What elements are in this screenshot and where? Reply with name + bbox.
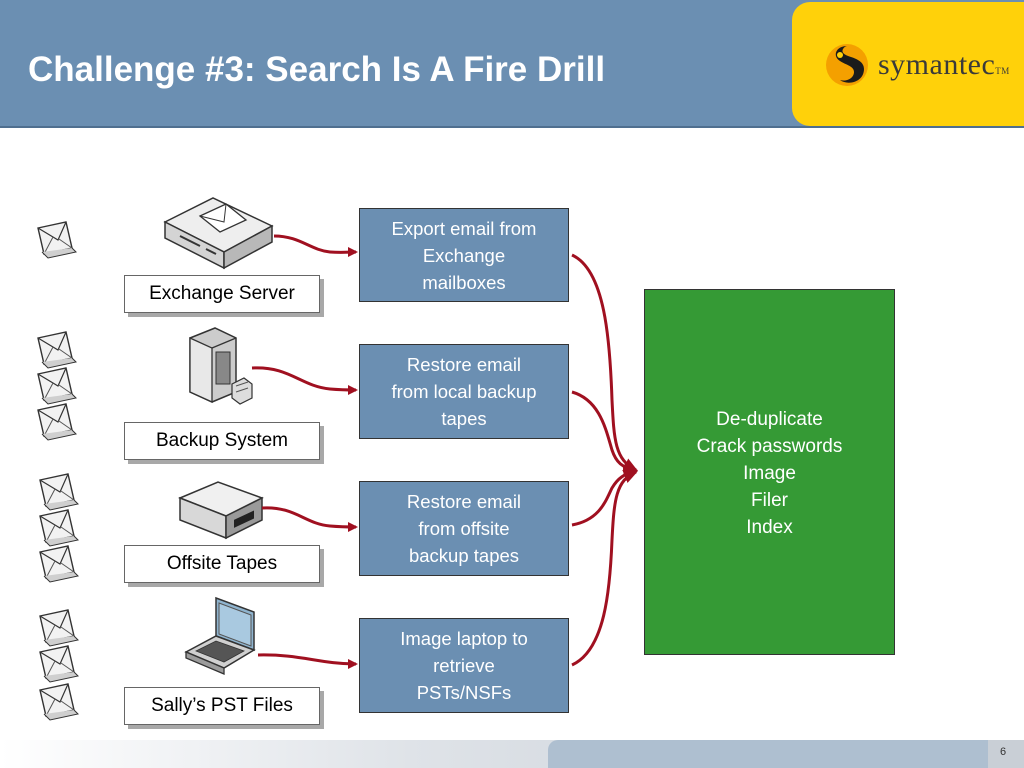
step-text: Exchange bbox=[422, 245, 506, 266]
envelope-icon bbox=[39, 509, 79, 547]
arrow-connector bbox=[571, 253, 638, 472]
result-text: Image bbox=[743, 463, 796, 484]
arrow-connector bbox=[251, 366, 358, 395]
step-text: from local backup bbox=[391, 381, 537, 402]
diagram-art bbox=[37, 197, 638, 721]
envelope-icon bbox=[37, 331, 77, 369]
laptop-icon bbox=[184, 596, 256, 675]
step-box-export: Export email from Exchange mailboxes bbox=[359, 208, 569, 302]
logo-wordmark: symantecTM bbox=[878, 48, 1010, 81]
step-text: Export email from bbox=[391, 218, 537, 239]
page-number: 6 bbox=[1000, 746, 1007, 758]
step-text: PSTs/NSFs bbox=[416, 682, 512, 703]
source-label-exchange-server: Exchange Server bbox=[124, 275, 320, 313]
arrow-connector bbox=[571, 469, 638, 667]
step-box-restore-offsite: Restore email from offsite backup tapes bbox=[359, 481, 569, 576]
step-text: mailboxes bbox=[422, 272, 506, 293]
symantec-swirl-icon bbox=[826, 44, 868, 86]
step-text: Image laptop to bbox=[400, 628, 528, 649]
envelope-icon bbox=[39, 683, 79, 721]
step-text: Restore email bbox=[406, 491, 522, 512]
source-label-offsite-tapes: Offsite Tapes bbox=[124, 545, 320, 583]
result-text: De-duplicate bbox=[716, 409, 823, 430]
step-text: from offsite bbox=[418, 518, 510, 539]
tape-drive-icon bbox=[178, 481, 264, 540]
symantec-logo: symantecTM bbox=[792, 2, 1024, 126]
envelope-icon bbox=[37, 403, 77, 441]
tower-server-icon bbox=[189, 327, 253, 405]
source-label-pst-files: Sally’s PST Files bbox=[124, 687, 320, 725]
envelope-icon bbox=[39, 545, 79, 583]
arrow-connector bbox=[273, 234, 358, 258]
step-text: retrieve bbox=[433, 655, 495, 676]
slide-title: Challenge #3: Search Is A Fire Drill bbox=[28, 50, 606, 89]
step-box-restore-local: Restore email from local backup tapes bbox=[359, 344, 569, 439]
envelope-icon bbox=[39, 609, 79, 647]
step-text: tapes bbox=[441, 408, 487, 429]
footer-end-cap bbox=[988, 740, 1024, 768]
envelope-icon bbox=[39, 473, 79, 511]
arrow-connector bbox=[571, 390, 638, 476]
result-text: Index bbox=[746, 517, 793, 538]
step-text: backup tapes bbox=[408, 545, 520, 566]
arrow-connector bbox=[261, 506, 358, 532]
logo-trademark: TM bbox=[995, 66, 1010, 76]
arrow-connector bbox=[257, 653, 358, 669]
envelope-icon bbox=[37, 367, 77, 405]
result-box: De-duplicate Crack passwords Image Filer… bbox=[644, 289, 895, 655]
header-divider bbox=[0, 126, 1024, 128]
step-text: Restore email bbox=[406, 354, 522, 375]
footer-accent bbox=[548, 740, 988, 768]
source-label-backup-system: Backup System bbox=[124, 422, 320, 460]
envelope-icon bbox=[37, 221, 77, 259]
server-appliance-icon bbox=[163, 197, 274, 270]
result-text: Crack passwords bbox=[696, 436, 843, 457]
step-box-image-laptop: Image laptop to retrieve PSTs/NSFs bbox=[359, 618, 569, 713]
result-text: Filer bbox=[751, 490, 788, 511]
envelope-icon bbox=[39, 645, 79, 683]
